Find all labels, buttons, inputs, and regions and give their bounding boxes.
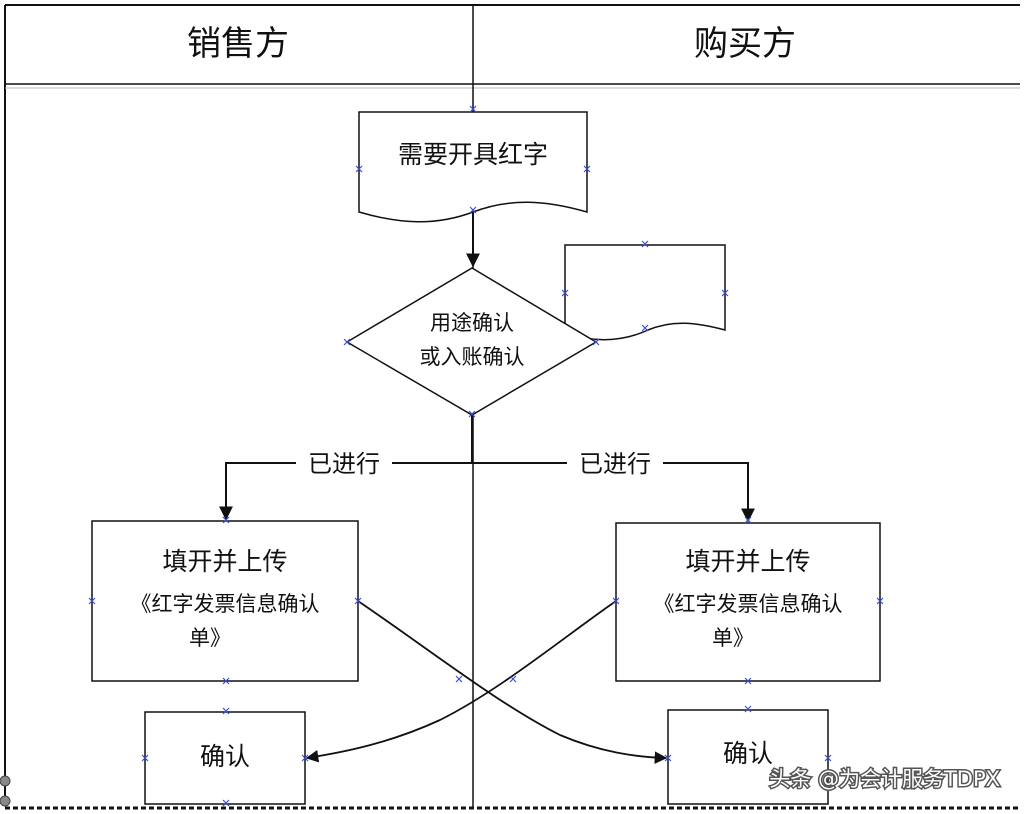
- decision-node[interactable]: 用途确认 或入账确认: [345, 267, 598, 416]
- side-document-node[interactable]: [564, 244, 726, 341]
- lane-header-seller: 销售方: [187, 24, 289, 64]
- connection-points: [88, 105, 884, 807]
- seller-confirm-label: 确认: [200, 742, 250, 771]
- buyer-fill-node[interactable]: 填开并上传 《红字发票信息确认 单》: [615, 522, 881, 682]
- start-document-node[interactable]: 需要开具红字: [358, 111, 588, 223]
- buyer-confirm-node[interactable]: 确认: [667, 709, 829, 805]
- seller-fill-label-line3: 单》: [189, 626, 231, 650]
- buyer-fill-label-line1: 填开并上传: [685, 547, 810, 576]
- seller-fill-label-line2: 《红字发票信息确认: [131, 592, 320, 616]
- start-document-label: 需要开具红字: [398, 140, 548, 169]
- edge-decision-to-buyer-fill: [472, 462, 755, 523]
- decision-label-line2: 或入账确认: [420, 345, 525, 369]
- buyer-confirm-label: 确认: [723, 739, 773, 768]
- edge-label-right: 已进行: [579, 450, 651, 478]
- buyer-fill-label-line3: 单》: [712, 626, 754, 650]
- seller-confirm-node[interactable]: 确认: [144, 711, 306, 805]
- watermark-text: 头条 @为会计服务TDPX: [769, 767, 1000, 791]
- lane-header-buyer: 购买方: [694, 24, 796, 64]
- seller-fill-label-line1: 填开并上传: [162, 547, 287, 576]
- edge-label-left: 已进行: [308, 450, 380, 478]
- seller-fill-node[interactable]: 填开并上传 《红字发票信息确认 单》: [91, 520, 359, 682]
- edge-buyer-fill-to-seller-confirm: [305, 600, 617, 763]
- edge-seller-fill-to-buyer-confirm: [357, 600, 668, 764]
- decision-label-line1: 用途确认: [430, 311, 514, 335]
- buyer-fill-label-line2: 《红字发票信息确认: [654, 592, 843, 616]
